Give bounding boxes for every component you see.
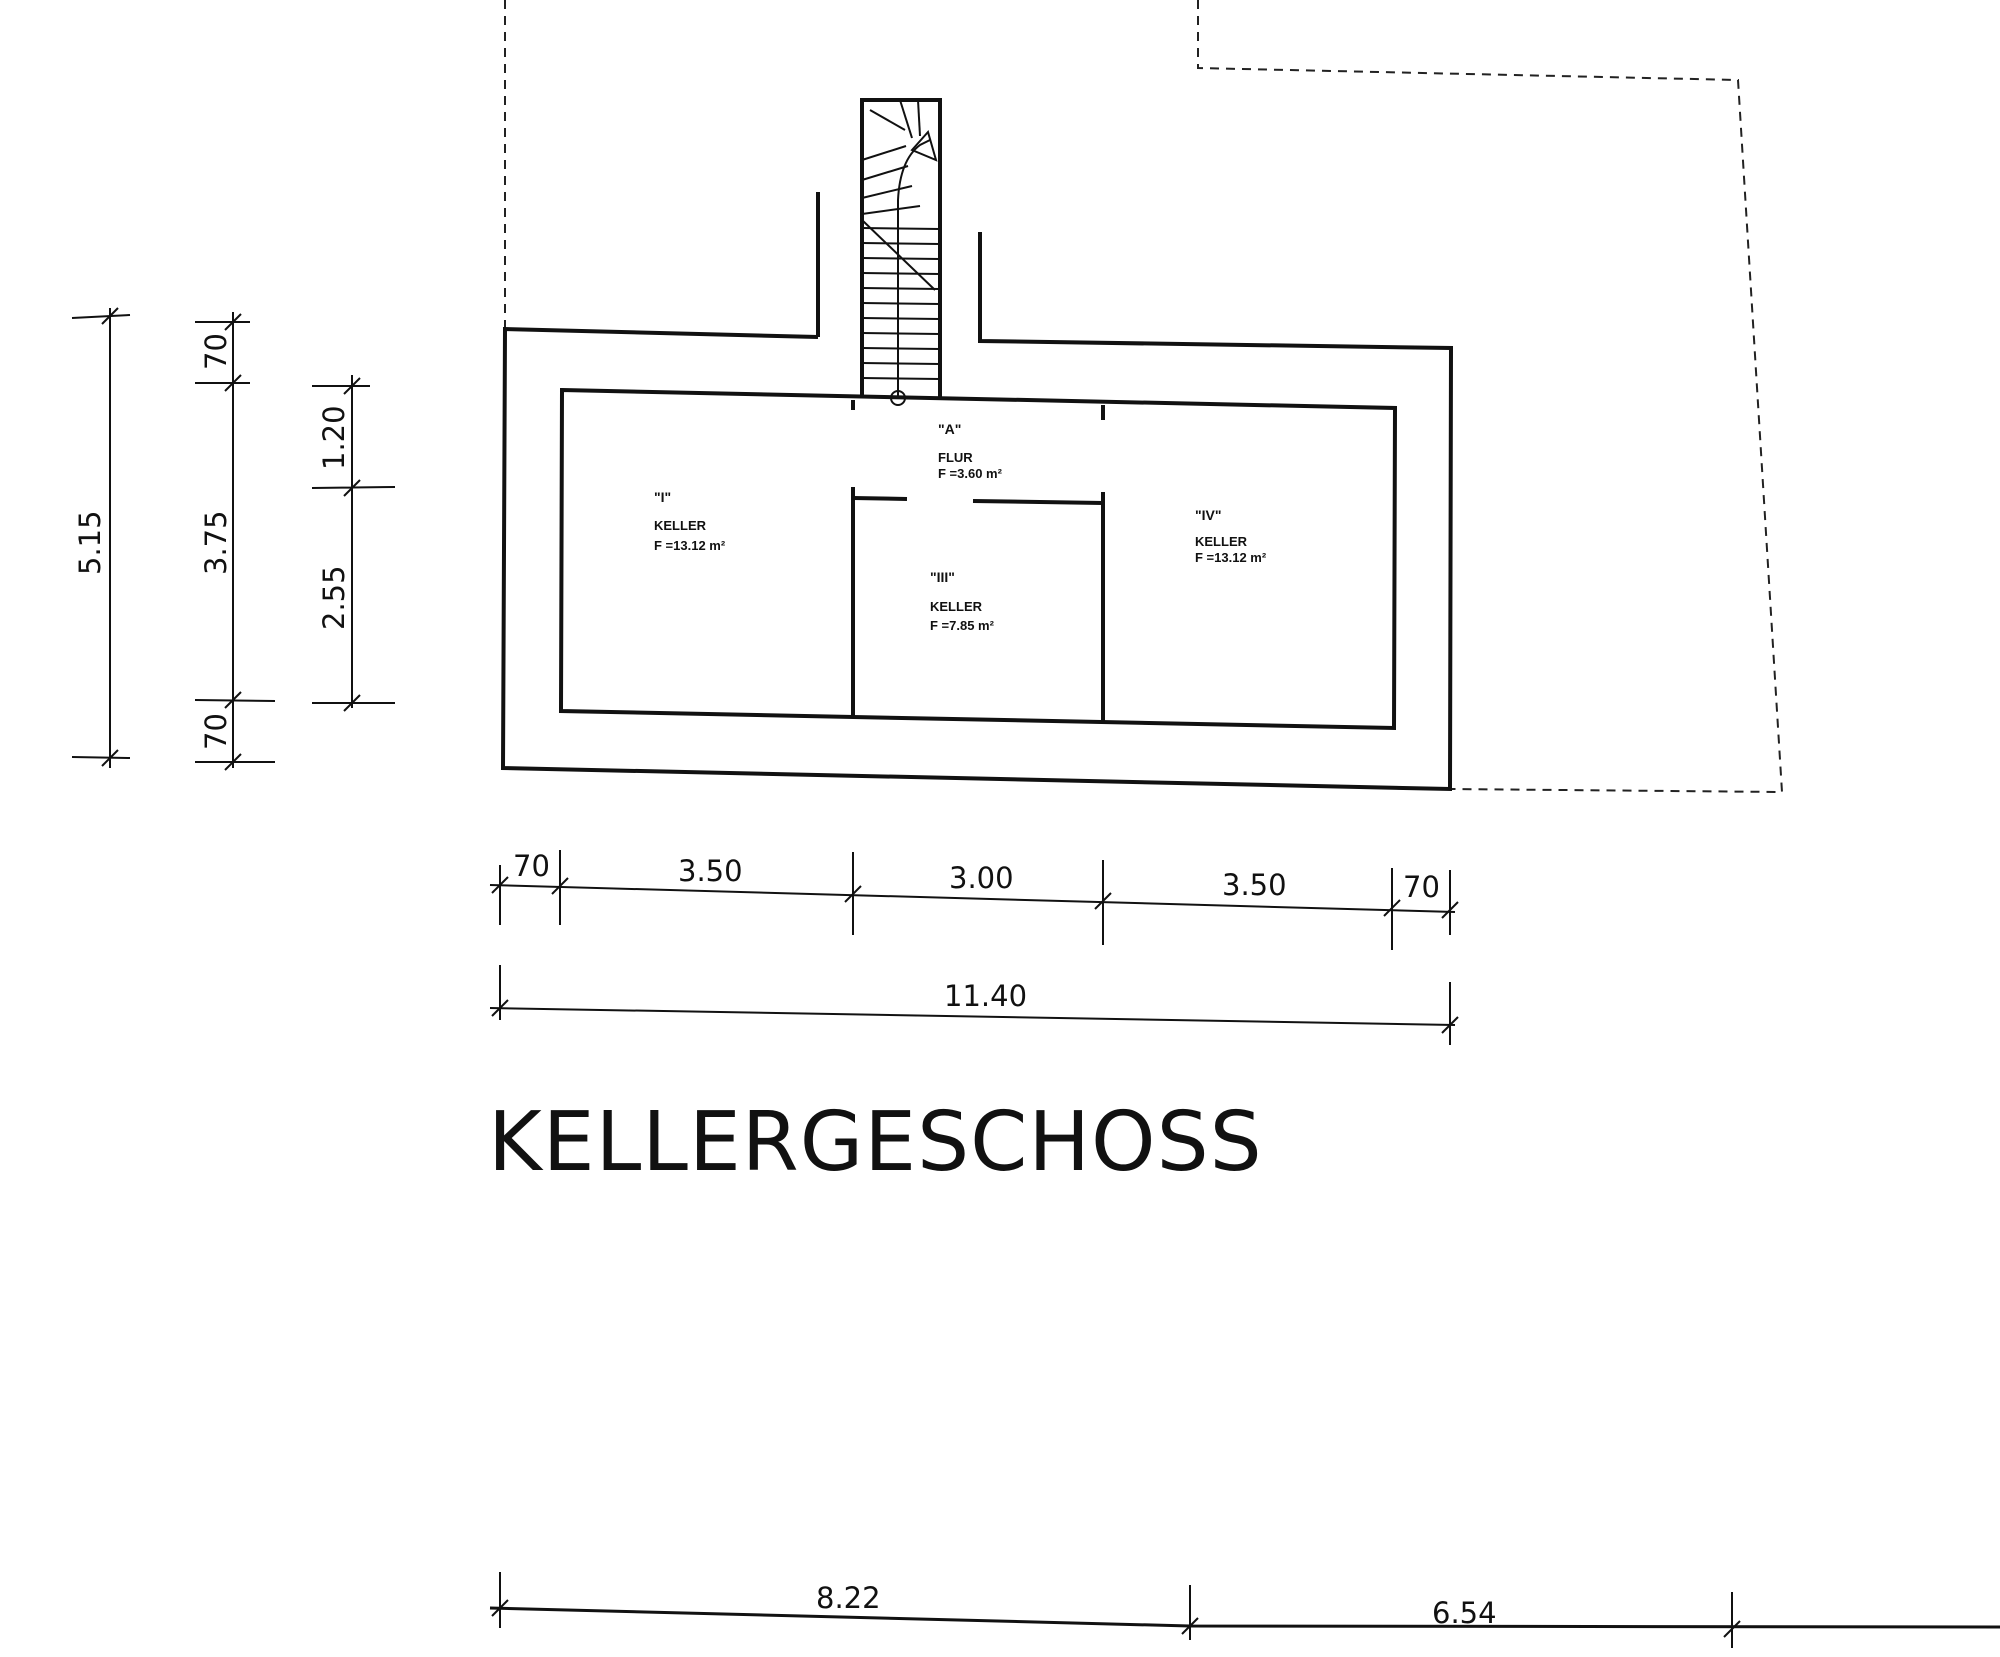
dim-bottom-654: 6.54 — [1432, 1596, 1497, 1630]
dim-h-350-right: 3.50 — [1222, 868, 1287, 902]
dim-v-120: 1.20 — [317, 405, 351, 470]
dim-total: 11.40 — [944, 979, 1027, 1013]
total-width-dimension: 11.40 — [489, 965, 1459, 1045]
svg-text:"IV": "IV" — [1195, 507, 1222, 523]
drawing-title: KELLERGESCHOSS — [488, 1095, 1263, 1190]
room-iii: "III" KELLER F =7.85 m² — [930, 569, 995, 633]
dim-h-350-left: 3.50 — [678, 854, 743, 888]
svg-text:F =7.85 m²: F =7.85 m² — [930, 618, 995, 633]
svg-text:"A": "A" — [938, 421, 961, 437]
dim-h-300: 3.00 — [949, 861, 1014, 895]
horizontal-dimensions: 70 3.50 3.00 3.50 70 — [489, 849, 1459, 950]
vertical-dimension-mid: 70 3.75 70 — [194, 312, 276, 771]
svg-text:KELLER: KELLER — [930, 599, 983, 614]
room-i: "I" KELLER F =13.12 m² — [654, 489, 726, 553]
svg-text:"III": "III" — [930, 569, 955, 585]
svg-text:FLUR: FLUR — [938, 450, 973, 465]
svg-text:F =3.60 m²: F =3.60 m² — [938, 466, 1003, 481]
dim-h-70-right: 70 — [1403, 870, 1440, 904]
staircase — [860, 98, 942, 406]
dim-bottom-822: 8.22 — [816, 1581, 881, 1615]
svg-text:F =13.12 m²: F =13.12 m² — [1195, 550, 1267, 565]
dim-v-375: 3.75 — [199, 510, 233, 575]
svg-text:F =13.12 m²: F =13.12 m² — [654, 538, 726, 553]
property-boundary — [504, 0, 1784, 794]
svg-text:KELLER: KELLER — [654, 518, 707, 533]
dim-v-70-bottom: 70 — [199, 713, 233, 750]
room-iv: "IV" KELLER F =13.12 m² — [1195, 507, 1267, 565]
room-a: "A" FLUR F =3.60 m² — [938, 421, 1003, 481]
dim-v-70-top: 70 — [199, 333, 233, 370]
dim-h-70-left: 70 — [513, 849, 550, 883]
dim-v-515: 5.15 — [73, 510, 107, 575]
bottom-dimensions: 8.22 6.54 — [489, 1572, 2000, 1648]
svg-text:KELLER: KELLER — [1195, 534, 1248, 549]
svg-text:"I": "I" — [654, 489, 671, 505]
dim-v-255: 2.55 — [317, 565, 351, 630]
building-walls — [500, 192, 1454, 792]
vertical-dimension-inner: 1.20 2.55 — [311, 375, 396, 712]
vertical-dimension-outer: 5.15 — [71, 307, 131, 768]
